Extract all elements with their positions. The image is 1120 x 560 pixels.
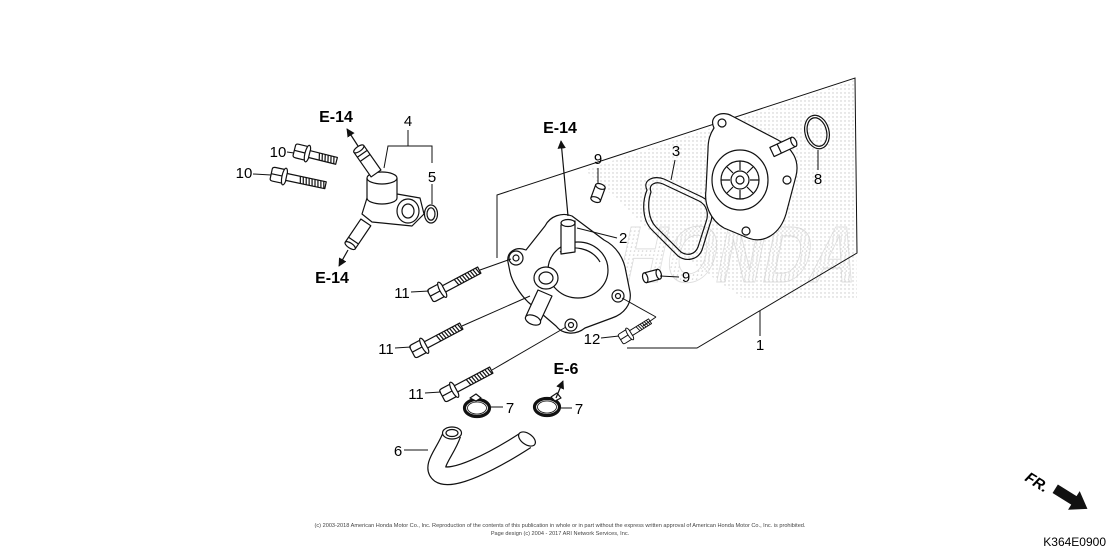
leader-part-4-left [383, 145, 433, 169]
o-ring-part-5 [423, 204, 439, 224]
thermostat-housing-part-4 [344, 144, 425, 251]
part-label-3: 3 [672, 143, 680, 160]
leader-part-11-middle [394, 346, 412, 349]
arrow-e14-upper-left [346, 128, 359, 147]
pump-shaft [769, 136, 798, 158]
part-label-7-right: 7 [575, 401, 583, 418]
ref-label-e6: E-6 [554, 361, 579, 378]
impeller-blades [721, 161, 759, 199]
pump-body-hole-right [782, 175, 792, 185]
cover-upper-nozzle-end [560, 218, 576, 228]
gasket-part-3 [643, 177, 713, 260]
part-label-4: 4 [404, 113, 412, 130]
part-label-11-lower: 11 [408, 386, 424, 403]
bolt-part-11-upper [425, 262, 484, 305]
hose-fill [428, 430, 531, 484]
hose-clamp-part-7-left [462, 393, 492, 419]
housing-outlet-bore [401, 203, 415, 219]
diagram-code: K364E0900 [1043, 535, 1106, 549]
front-direction-text: FR. [1022, 469, 1052, 496]
leader-lines [252, 130, 819, 451]
leader-part-10-lower [252, 173, 272, 176]
arrow-e14-lower-left [338, 249, 349, 267]
water-pump-body [705, 113, 798, 241]
leader-part-11-upper [410, 290, 430, 293]
pump-body-hole-bottom [741, 226, 751, 236]
bolt-part-11-middle [407, 318, 466, 361]
ref-label-e14-lower-left: E-14 [315, 270, 349, 287]
leader-part-9-lower [659, 275, 680, 278]
o-ring-part-8 [804, 114, 830, 150]
part-label-1: 1 [756, 337, 764, 354]
part-label-12: 12 [584, 331, 601, 348]
assembly-outline-box [496, 77, 858, 349]
part-label-7-left: 7 [506, 400, 514, 417]
part-label-9-upper: 9 [594, 151, 602, 168]
front-direction-marker: FR. [1022, 469, 1088, 510]
dowel-pin-part-9-lower [641, 268, 663, 284]
part-label-8: 8 [814, 171, 822, 188]
leader-part-12 [600, 335, 620, 339]
bolt-part-12 [616, 314, 655, 346]
arrow-e6 [555, 380, 565, 399]
leader-part-10-upper [286, 151, 295, 154]
front-direction-arrow-icon [1052, 484, 1088, 510]
cover-inlet-bore [538, 271, 554, 285]
part-label-10-lower: 10 [236, 165, 253, 182]
cover-boss-bottom-hole [567, 321, 575, 329]
hose-end-right [518, 431, 536, 447]
part-label-5: 5 [428, 169, 436, 186]
bolt-part-10-upper [291, 141, 340, 170]
assembly-line-bolt-12-a [642, 316, 657, 327]
housing-lower-nipple [344, 218, 372, 251]
ref-label-e14-upper-left: E-14 [319, 109, 353, 126]
assembly-line-bolt-11-upper [479, 258, 512, 271]
part-label-9-lower: 9 [682, 269, 690, 286]
housing-upper-nipple [353, 144, 382, 178]
leader-part-11-lower [424, 391, 442, 394]
part-label-10-upper: 10 [270, 144, 287, 161]
bolt-part-11-lower [437, 362, 496, 405]
hose-end-left-bore [445, 428, 459, 438]
hose-part-6 [427, 426, 536, 486]
cover-upper-nozzle [560, 220, 576, 255]
impeller-nut [735, 175, 745, 185]
assembly-line-bolt-12-b [621, 297, 657, 318]
cover-lower-pipe-end [524, 314, 542, 326]
water-pump-cover-part-2 [507, 213, 631, 334]
cover-boss-right-hole [614, 292, 622, 300]
bolt-part-10-lower [268, 164, 328, 195]
reference-arrows [338, 128, 569, 399]
part-label-6: 6 [394, 443, 402, 460]
copyright-line-2: Page design (c) 2004 - 2017 ARI Network … [491, 531, 630, 537]
leader-part-3 [670, 159, 676, 181]
part-label-11-upper: 11 [394, 285, 410, 302]
cover-dome [547, 241, 609, 299]
assembly-line-bolt-11-middle [461, 295, 531, 327]
assembly-line-bolt-11-lower [491, 326, 567, 371]
dowel-pin-part-9-upper [590, 182, 606, 204]
copyright-line-1: (c) 2003-2018 American Honda Motor Co., … [315, 523, 806, 529]
housing-cylinder [366, 178, 398, 205]
part-label-11-middle: 11 [378, 341, 394, 358]
cover-boss-left-hole [512, 254, 520, 262]
ref-label-e14-center: E-14 [543, 120, 577, 137]
arrow-e14-center [557, 140, 569, 217]
leader-part-2 [576, 227, 618, 239]
pump-body-hole-top [717, 118, 727, 128]
part-label-2: 2 [619, 230, 627, 247]
